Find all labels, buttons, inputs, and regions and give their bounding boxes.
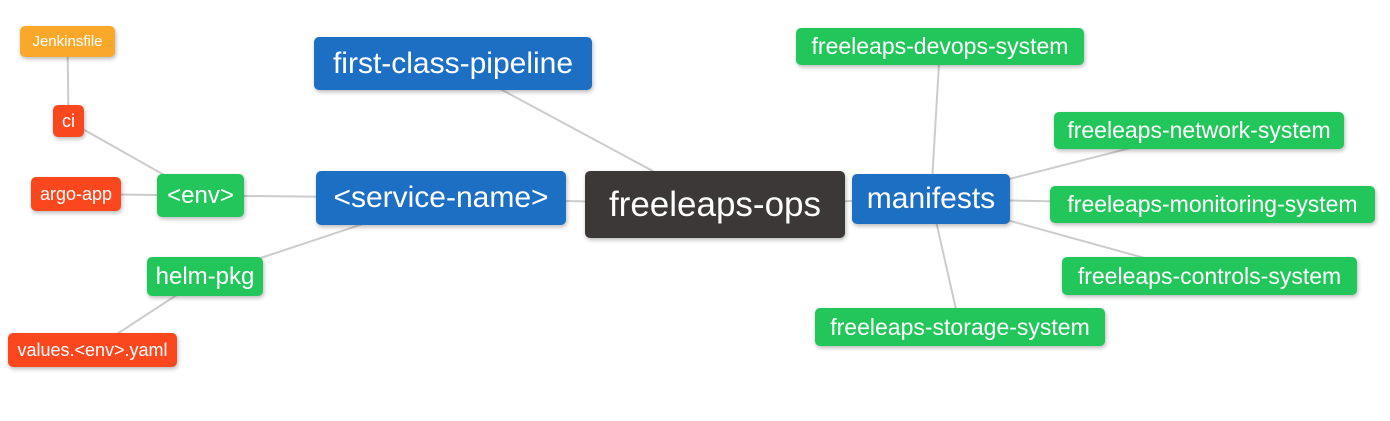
node-helm-pkg[interactable]: helm-pkg — [147, 257, 263, 296]
node-first-class-pipeline[interactable]: first-class-pipeline — [314, 37, 592, 90]
node-service-name[interactable]: <service-name> — [316, 171, 566, 225]
node-freeleaps-devops-system[interactable]: freeleaps-devops-system — [796, 28, 1084, 65]
node-freeleaps-monitoring-system[interactable]: freeleaps-monitoring-system — [1050, 186, 1375, 223]
node-argo-app[interactable]: argo-app — [31, 177, 121, 211]
node-manifests[interactable]: manifests — [852, 174, 1010, 224]
node-values-env-yaml[interactable]: values.<env>.yaml — [8, 333, 177, 367]
node-freeleaps-storage-system[interactable]: freeleaps-storage-system — [815, 308, 1105, 346]
node-freeleaps-controls-system[interactable]: freeleaps-controls-system — [1062, 257, 1357, 295]
node-ci[interactable]: ci — [53, 105, 84, 137]
node-jenkinsfile[interactable]: Jenkinsfile — [20, 26, 115, 57]
node-freeleaps-network-system[interactable]: freeleaps-network-system — [1054, 112, 1344, 149]
edge-manifests--freeleaps-devops-system — [930, 46, 941, 200]
node-freeleaps-ops[interactable]: freeleaps-ops — [585, 171, 845, 238]
node-env[interactable]: <env> — [157, 174, 244, 217]
